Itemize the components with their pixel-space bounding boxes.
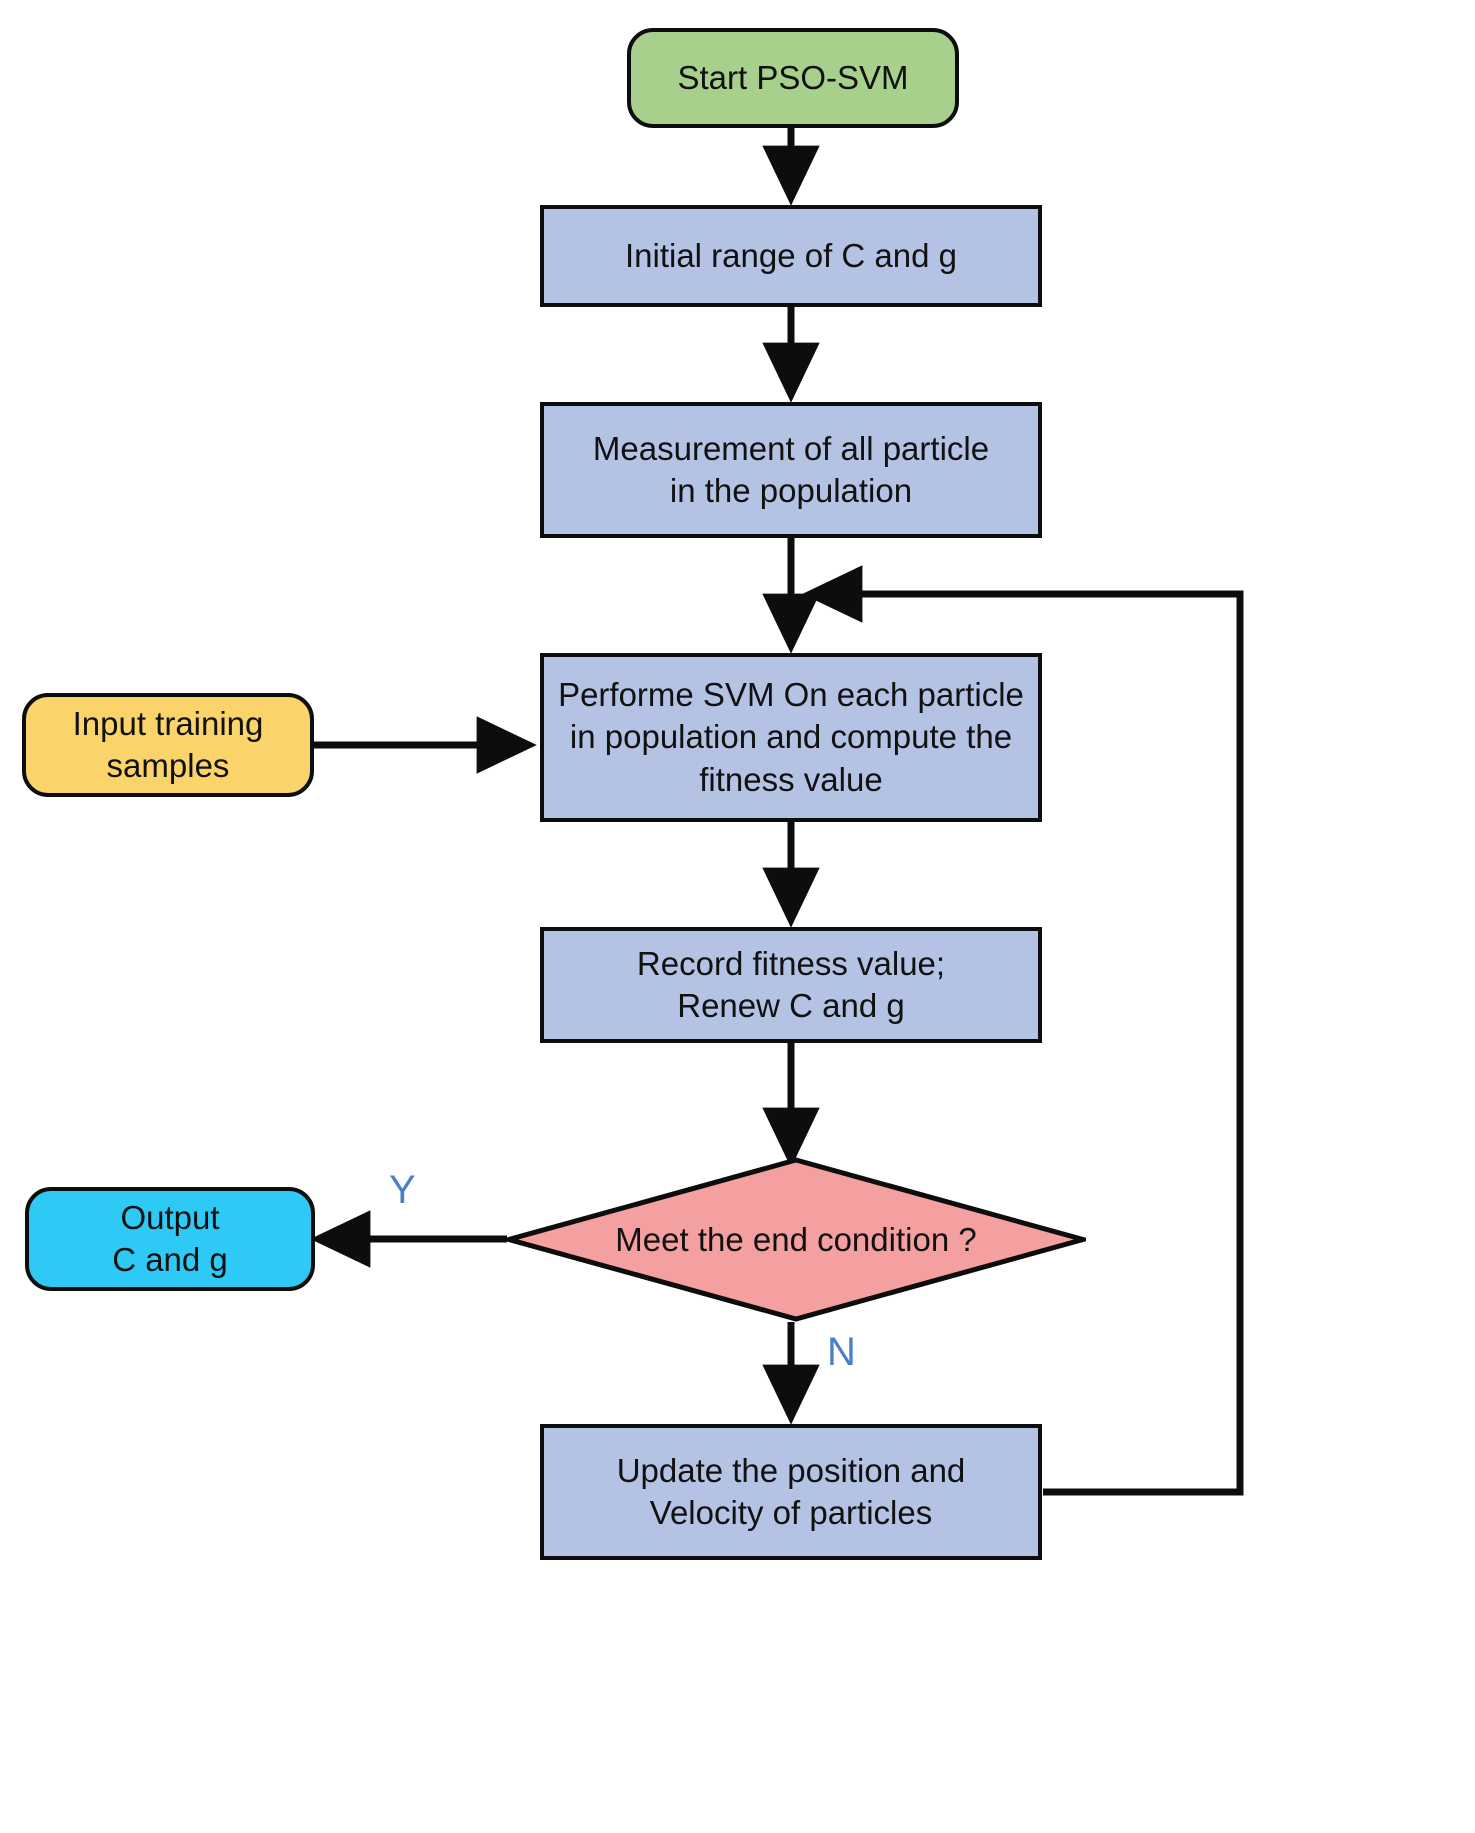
node-start[interactable]: Start PSO-SVM bbox=[627, 28, 959, 128]
edge-update-particles-feedback-loop bbox=[802, 565, 1244, 1496]
node-output[interactable]: Output C and g bbox=[25, 1187, 315, 1291]
node-decision-end-condition[interactable]: Meet the end condition ? bbox=[506, 1157, 1086, 1322]
node-update-particles[interactable]: Update the position and Velocity of part… bbox=[540, 1424, 1042, 1560]
edge-label-yes: Y bbox=[389, 1168, 416, 1212]
node-perform-svm[interactable]: Performe SVM On each particle in populat… bbox=[540, 653, 1042, 822]
decision-diamond-shape bbox=[506, 1157, 1086, 1322]
node-input-training-samples[interactable]: Input training samples bbox=[22, 693, 314, 797]
node-record-fitness[interactable]: Record fitness value; Renew C and g bbox=[540, 927, 1042, 1043]
node-measurement[interactable]: Measurement of all particle in the popul… bbox=[540, 402, 1042, 538]
node-initial-range[interactable]: Initial range of C and g bbox=[540, 205, 1042, 307]
edge-label-no: N bbox=[827, 1330, 856, 1374]
